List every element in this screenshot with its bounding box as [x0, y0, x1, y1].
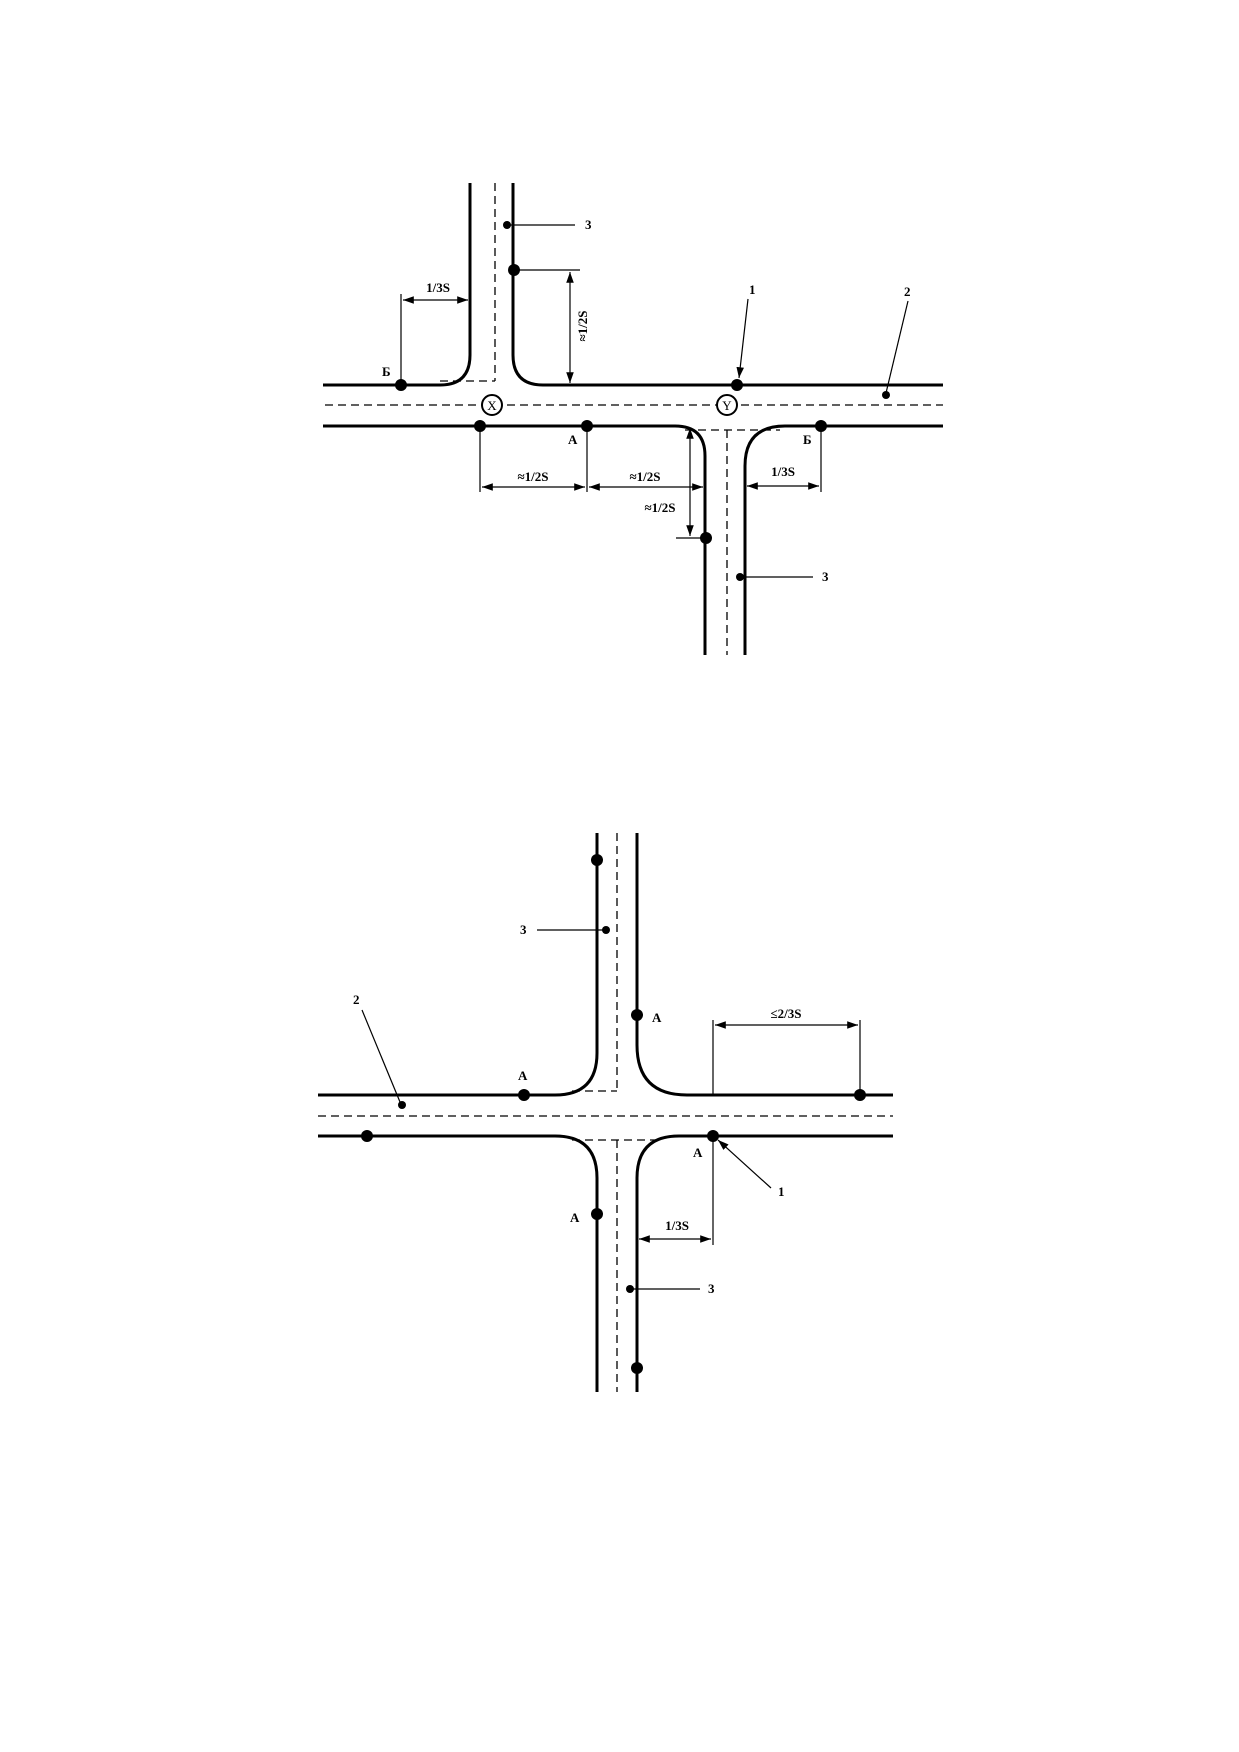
- bottom-ne-edge: [635, 833, 893, 1097]
- bottom-point-south-bottom: [631, 1362, 643, 1374]
- bottom-point-north-top: [591, 854, 603, 866]
- bottom-leader-1: [717, 1139, 772, 1189]
- dim-south-half-right-label: ≈1/2S: [630, 469, 661, 484]
- top-south-left-edge: [323, 424, 707, 655]
- bottom-nw-edge: [318, 833, 599, 1097]
- bottom-label-a-north-west: А: [518, 1068, 528, 1083]
- bottom-point-west-far: [361, 1130, 373, 1142]
- top-callout-3-south: 3: [822, 569, 829, 584]
- x-marker-circle: [481, 394, 503, 416]
- figure-top-intersections: X Y 3 3 1 2 Б А Б 1/3S ≈1/2S: [323, 183, 943, 655]
- y-marker-label: Y: [722, 398, 732, 413]
- bottom-callout-1: 1: [778, 1184, 785, 1199]
- bottom-point-a-south-west: [591, 1208, 603, 1220]
- bottom-point-a-north-east: [631, 1009, 643, 1021]
- top-label-b-west: Б: [382, 364, 391, 379]
- y-marker-circle: [716, 394, 738, 416]
- top-north-east-edge: [511, 183, 943, 387]
- bottom-label-a-north-east: А: [652, 1010, 662, 1025]
- bottom-callout-2: 2: [353, 992, 360, 1007]
- dim-east-third-label: 1/3S: [771, 464, 795, 479]
- dim-east-two-thirds-label: ≤2/3S: [771, 1006, 802, 1021]
- bottom-label-a-south-west: А: [570, 1210, 580, 1225]
- bottom-se-edge: [635, 1134, 893, 1392]
- bottom-point-a-north-west: [518, 1089, 530, 1101]
- dim-north-half-label: ≈1/2S: [575, 311, 590, 342]
- top-leader-2: [885, 300, 909, 394]
- top-callout-3-north: 3: [585, 217, 592, 232]
- dim-south-third-label: 1/3S: [665, 1218, 689, 1233]
- top-point-1: [731, 379, 743, 391]
- top-south-right-edge: [743, 424, 943, 655]
- x-marker-label: X: [487, 398, 497, 413]
- top-north-west-edge: [323, 183, 472, 387]
- top-callout-2: 2: [904, 284, 911, 299]
- dim-vertical-half-label: ≈1/2S: [645, 500, 676, 515]
- dim-west-third-label: 1/3S: [426, 280, 450, 295]
- dim-south-half-left-label: ≈1/2S: [518, 469, 549, 484]
- bottom-sw-edge: [318, 1134, 599, 1392]
- figure-bottom-intersection: 3 3 2 1 А А А А ≤2/3S 1/3S: [318, 833, 893, 1392]
- top-label-b-east: Б: [803, 432, 812, 447]
- bottom-callout-3-south: 3: [708, 1281, 715, 1296]
- top-small-dot-2: [882, 391, 890, 399]
- top-callout-1: 1: [749, 282, 756, 297]
- bottom-small-dot-2: [398, 1101, 406, 1109]
- bottom-callout-3-north: 3: [520, 922, 527, 937]
- top-leader-1: [736, 298, 749, 379]
- top-label-a-south: А: [568, 432, 578, 447]
- bottom-label-a-south-east: А: [693, 1145, 703, 1160]
- bottom-leader-2: [361, 1009, 401, 1103]
